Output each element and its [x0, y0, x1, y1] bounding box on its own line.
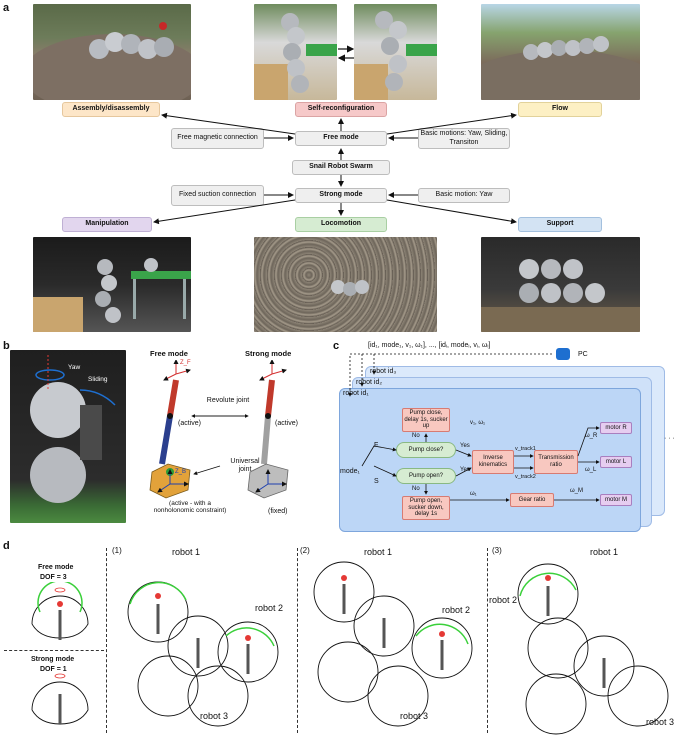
tag-locomotion: Locomotion — [295, 217, 387, 232]
photo-locomotion — [254, 237, 437, 332]
command-string: [id₁, mode₁, v₁, ω₁], ..., [idᵢ, modeᵢ, … — [368, 342, 491, 349]
fixed-label: (fixed) — [268, 508, 288, 515]
basic-free-box: Basic motions: Yaw, Sliding, Transiton — [418, 128, 510, 149]
tag-assembly: Assembly/disassembly — [62, 102, 160, 117]
d1-robot1: robot 1 — [172, 547, 201, 557]
photo-assembly — [33, 4, 191, 100]
d1-robot2: robot 2 — [255, 603, 284, 613]
dots-label: · · · — [664, 435, 675, 442]
motor-m-box: motor M — [600, 494, 632, 506]
d-strong-dof: DOF = 1 — [40, 666, 67, 673]
tag-flow: Flow — [518, 102, 602, 117]
reconfig-arrows — [337, 45, 355, 62]
strong-mode-heading: Strong mode — [245, 349, 292, 358]
photo-robot-modes: Yaw Sliding — [10, 350, 126, 523]
v1w1-label: v₁, ω₁ — [470, 420, 486, 426]
omegaR-label: ω_R — [585, 433, 598, 439]
panel-a-arrows — [153, 112, 517, 225]
tag-support: Support — [518, 217, 602, 232]
photo-reconfig-1 — [254, 4, 337, 100]
omega1-label: ω₁ — [470, 491, 477, 497]
pc-label: PC — [578, 351, 588, 358]
photo-flow — [481, 4, 640, 100]
robot2-label: robot id₂ — [356, 379, 383, 386]
universal-label: Universal joint — [230, 458, 260, 473]
sliding-label: Sliding — [88, 376, 108, 383]
d-swarm-sketches — [127, 561, 669, 735]
d-num-2: (2) — [300, 546, 310, 555]
strong-mode-box: Strong mode — [295, 188, 387, 203]
yes-label-1: Yes — [460, 443, 470, 449]
vtrack2-label: v_track2 — [515, 474, 536, 480]
d-num-1: (1) — [112, 546, 122, 555]
d-separator-h — [4, 650, 104, 651]
motor-r-box: motor R — [600, 422, 632, 434]
d-separator-1 — [106, 548, 107, 733]
nonholonomic-label: (active - with a nonholonomic constraint… — [153, 500, 227, 515]
d-separator-3 — [487, 548, 488, 733]
panel-c-letter: c — [333, 340, 340, 352]
panel-d-letter: d — [3, 540, 10, 552]
no-label-2: No — [412, 486, 420, 492]
panel-b-letter: b — [3, 340, 10, 352]
pc-badge — [556, 348, 570, 360]
revolute-label: Revolute joint — [206, 397, 250, 404]
fixed-suction-box: Fixed suction connection — [171, 185, 264, 206]
d2-robot2: robot 2 — [442, 605, 471, 615]
swarm-box: Snail Robot Swarm — [292, 160, 390, 175]
tag-manipulation: Manipulation — [62, 217, 152, 232]
s-label: S — [374, 478, 379, 485]
omegaM-label: ω_M — [570, 488, 584, 494]
joint-diagram — [149, 360, 289, 499]
free-mode-heading: Free mode — [150, 349, 188, 358]
pump-close-decision: Pump close? — [396, 442, 456, 458]
photo-support — [481, 237, 640, 332]
tag-self-reconfiguration: Self-reconfiguration — [295, 102, 387, 117]
omegaL-label: ω_L — [585, 467, 597, 473]
pump-open-action: Pump open, sucker down, delay 1s — [402, 496, 450, 520]
d3-robot1: robot 1 — [590, 547, 619, 557]
free-magnetic-box: Free magnetic connection — [171, 128, 264, 149]
d-num-3: (3) — [492, 546, 502, 555]
d-strong-mode: Strong mode — [31, 656, 75, 663]
active-label-1: (active) — [178, 420, 201, 427]
d3-robot2: robot 2 — [489, 595, 518, 605]
d2-robot1: robot 1 — [364, 547, 393, 557]
pump-close-action: Pump close, delay 1s, sucker up — [402, 408, 450, 432]
yes-label-2: Yes — [460, 467, 470, 473]
mode-label: mode₁ — [340, 468, 360, 475]
robot3-label: robot id₃ — [370, 368, 397, 375]
active-label-2: (active) — [275, 420, 298, 427]
no-label-1: No — [412, 433, 420, 439]
motor-l-box: motor L — [600, 456, 632, 468]
yaw-label: Yaw — [68, 364, 81, 371]
d2-robot3: robot 3 — [400, 711, 429, 721]
d-separator-2 — [297, 548, 298, 733]
photo-reconfig-2 — [354, 4, 437, 100]
robot1-label: robot id₁ — [343, 390, 369, 397]
panel-c-arrows — [348, 353, 600, 502]
d-mode-sketches — [31, 582, 89, 725]
photo-manipulation — [33, 237, 191, 332]
d-free-mode: Free mode — [38, 564, 74, 571]
transmission-ratio-box: Transmission ratio — [534, 450, 578, 474]
basic-strong-box: Basic motion: Yaw — [418, 188, 510, 203]
f-label: F — [374, 442, 379, 449]
inverse-kinematics-box: Inverse kinematics — [472, 450, 514, 474]
d-free-dof: DOF = 3 — [40, 574, 67, 581]
vtrack1-label: v_track1 — [515, 446, 536, 452]
zf-label: Z_F — [180, 360, 191, 366]
d3-robot3: robot 3 — [646, 717, 675, 727]
free-mode-box: Free mode — [295, 131, 387, 146]
zb-label: Z_B — [175, 469, 187, 475]
gear-ratio-box: Gear ratio — [510, 493, 554, 507]
d1-robot3: robot 3 — [200, 711, 229, 721]
panel-a-letter: a — [3, 2, 10, 14]
